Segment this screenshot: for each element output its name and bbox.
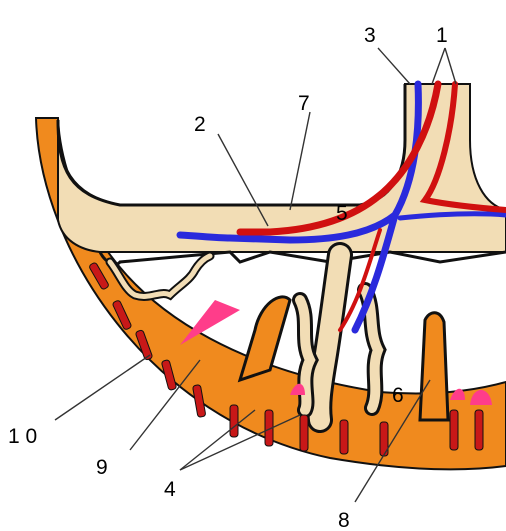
leader-10 xyxy=(55,355,150,420)
label-9: 9 xyxy=(96,456,108,479)
label-8: 8 xyxy=(338,509,350,531)
leader-1a xyxy=(432,48,445,84)
leader-7 xyxy=(290,112,310,210)
label-2: 2 xyxy=(194,113,206,136)
label-1: 1 xyxy=(436,24,448,47)
intervillous-border xyxy=(100,252,506,264)
label-3: 3 xyxy=(364,24,376,47)
leader-3 xyxy=(378,48,410,84)
leader-4b xyxy=(180,410,255,470)
amnion-line xyxy=(58,84,405,205)
leader-1b xyxy=(445,48,456,84)
placental-septum-left xyxy=(240,297,290,380)
label-5: 5 xyxy=(336,202,348,225)
label-7: 7 xyxy=(298,92,310,115)
label-10: 1 0 xyxy=(8,425,37,448)
label-6: 6 xyxy=(392,384,404,407)
placental-septum xyxy=(420,313,448,420)
label-4: 4 xyxy=(164,478,176,501)
